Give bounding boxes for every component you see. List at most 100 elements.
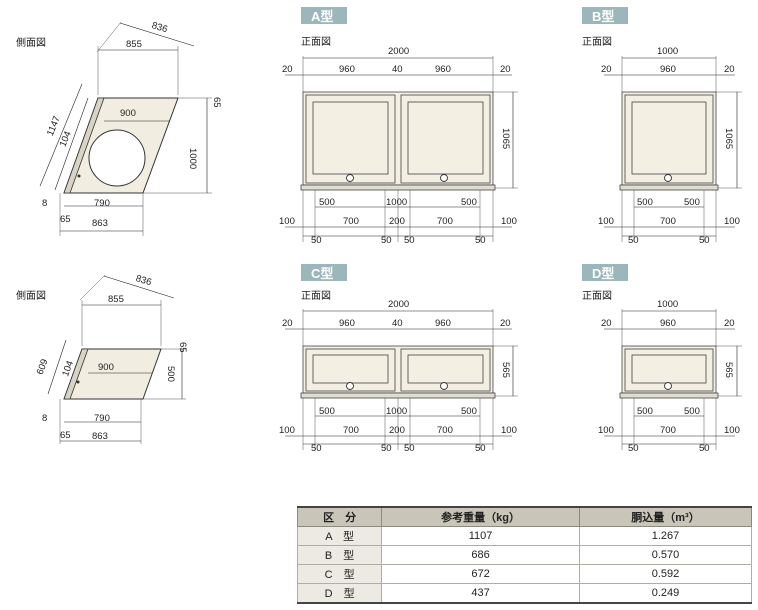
front-view-a: A型 正面図 2000 20 960 40 960 20 1065 <box>279 7 518 246</box>
front-view-label: 正面図 <box>301 290 331 302</box>
dim-door: 960 <box>660 64 676 75</box>
dim-overall: 2000 <box>388 299 409 310</box>
dim-c2: 200 <box>389 216 405 227</box>
dim-slant: 609 <box>35 358 51 377</box>
dim-door2: 960 <box>435 318 451 329</box>
dim-door: 960 <box>660 318 676 329</box>
side-face-band <box>63 97 105 194</box>
header-volume: 胴込量（m³） <box>578 506 753 527</box>
front-view-c: C型 正面図 2000 20 960 40 960 20 565 500 100 <box>279 264 518 454</box>
door-left-inset <box>312 354 389 384</box>
dim-line <box>119 22 195 47</box>
dim-line <box>103 275 175 299</box>
dim-c2: 200 <box>389 425 405 436</box>
dim-b2: 1000 <box>386 406 407 417</box>
dim-f4: 50 <box>475 235 486 246</box>
dim-overall: 2000 <box>388 46 409 57</box>
table-row: B 型 686 0.570 <box>296 545 753 565</box>
badge-text: C型 <box>311 266 333 281</box>
front-view-d: D型 正面図 1000 20 960 20 565 500 500 100 70… <box>582 264 742 454</box>
knob-left <box>346 174 354 182</box>
dim-c3: 700 <box>437 216 453 227</box>
dim-door1: 960 <box>339 64 355 75</box>
dim-left-small: 8 <box>42 198 47 209</box>
knob <box>664 174 672 182</box>
dim-f1: 50 <box>311 235 322 246</box>
dim-l100: 100 <box>598 425 614 436</box>
cabinet-base <box>300 392 496 399</box>
knob-right <box>440 382 448 390</box>
dim-f1: 50 <box>628 235 639 246</box>
dim-c1: 700 <box>343 425 359 436</box>
knob <box>664 382 672 390</box>
dim-l100: 100 <box>279 216 295 227</box>
dim-height: 1000 <box>187 148 198 169</box>
dim-f2: 50 <box>381 443 392 454</box>
dim-f2: 50 <box>381 235 392 246</box>
dim-right-gap: 20 <box>500 318 511 329</box>
badge-text: D型 <box>592 266 614 281</box>
dim-f3: 50 <box>404 443 415 454</box>
dim-inner: 104 <box>60 359 76 378</box>
dim-f2: 50 <box>699 235 710 246</box>
dim-c1: 700 <box>660 216 676 227</box>
side-view-top: 側面図 836 855 900 1147 104 65 1000 <box>16 20 222 236</box>
dim-f2: 50 <box>699 443 710 454</box>
table-row: D 型 437 0.249 <box>296 583 753 604</box>
dim-bottom-small: 65 <box>60 214 71 225</box>
dim-mid-gap: 40 <box>392 318 403 329</box>
dim-height: 500 <box>165 366 176 382</box>
dim-bottom: 790 <box>94 413 110 424</box>
knob-right <box>440 174 448 182</box>
badge-text: B型 <box>592 9 614 24</box>
dim-overall: 863 <box>92 218 108 229</box>
dim-height: 1065 <box>723 128 734 149</box>
dim-depth: 900 <box>120 108 136 119</box>
type-badge-c: C型 <box>301 264 347 281</box>
dim-door1: 960 <box>339 318 355 329</box>
cell-weight: 686 <box>381 545 580 565</box>
dim-left-gap: 20 <box>282 318 293 329</box>
door-right-inset <box>407 101 484 175</box>
front-view-b: B型 正面図 1000 20 960 20 1065 500 500 100 7… <box>582 7 742 246</box>
front-view-label: 正面図 <box>301 36 331 48</box>
dim-b1: 500 <box>637 197 653 208</box>
dim-r100: 100 <box>501 425 517 436</box>
dim-depth: 900 <box>98 362 114 373</box>
cabinet-base <box>619 184 719 191</box>
dim-left-small: 8 <box>42 413 47 424</box>
ext-line <box>96 21 122 53</box>
dim-right-gap: 20 <box>724 318 735 329</box>
dim-f3: 50 <box>404 235 415 246</box>
dim-line <box>47 339 67 395</box>
knob-left <box>346 382 354 390</box>
dim-inner: 104 <box>58 130 74 149</box>
dim-b1: 500 <box>637 406 653 417</box>
dim-right-small: 65 <box>177 342 188 353</box>
header-weight: 参考重量（kg） <box>381 506 580 527</box>
dim-f1: 50 <box>311 443 322 454</box>
dim-bottom-small: 65 <box>60 430 71 441</box>
dim-top: 855 <box>126 39 142 50</box>
dim-r100: 100 <box>724 425 740 436</box>
cell-type: C 型 <box>296 564 383 584</box>
type-badge-d: D型 <box>582 264 628 281</box>
dim-left-gap: 20 <box>601 318 612 329</box>
dim-r100: 100 <box>501 216 517 227</box>
dim-top: 855 <box>108 294 124 305</box>
cell-weight: 672 <box>381 564 580 584</box>
table-header-row: 区 分 参考重量（kg） 胴込量（m³） <box>296 506 753 527</box>
dim-c1: 700 <box>343 216 359 227</box>
dim-line <box>39 83 83 187</box>
dim-c1: 700 <box>660 425 676 436</box>
cell-type: B 型 <box>296 545 383 565</box>
side-inner-line <box>54 97 89 191</box>
side-view-bottom: 側面図 836 855 900 609 104 65 500 8 790 65 … <box>16 273 188 444</box>
dim-door2: 960 <box>435 64 451 75</box>
dim-b1: 500 <box>319 197 335 208</box>
dim-l100: 100 <box>279 425 295 436</box>
badge-text: A型 <box>311 9 333 24</box>
dim-f1: 50 <box>628 443 639 454</box>
dim-right-gap: 20 <box>724 64 735 75</box>
